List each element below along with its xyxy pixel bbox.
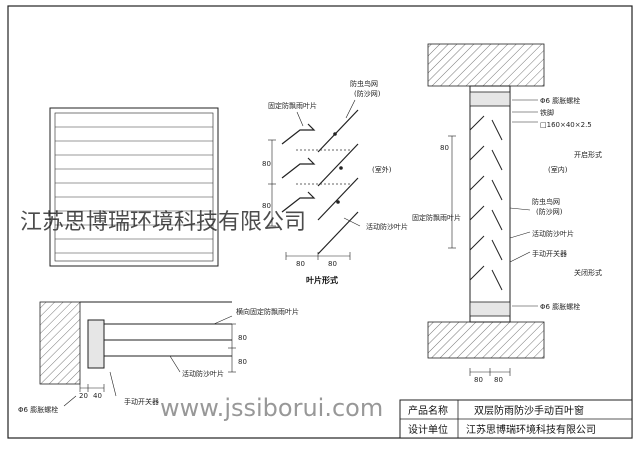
section-open-label: 开启形式 [574, 150, 602, 159]
blade-dim-2: 80 [262, 202, 271, 210]
blade-movable-label: 活动防沙叶片 [366, 222, 408, 231]
blade-net-label-2: (防沙网) [354, 89, 381, 98]
plan-movable-label: 活动防沙叶片 [182, 369, 224, 378]
plan-dim-2: 80 [238, 358, 247, 366]
plan-dim-4: 40 [93, 392, 102, 400]
plan-fixed-label: 横向固定防飘雨叶片 [236, 307, 299, 316]
blade-outside-label: (室外) [372, 165, 392, 174]
louver-elevation [49, 107, 219, 267]
section-dim-1: 80 [440, 144, 449, 152]
blade-caption: 叶片形式 [306, 275, 338, 285]
sheet-border [7, 5, 633, 439]
blade-detail: 80 80 80 80 固定防飘雨叶片 防虫鸟网 (防沙网) (室外) 活动防沙… [262, 79, 408, 285]
product-name-label: 产品名称 [408, 404, 448, 417]
section-closed-label: 关闭形式 [574, 268, 602, 277]
design-unit-label: 设计单位 [408, 423, 448, 436]
plan-dim-1: 80 [238, 334, 247, 342]
blade-net-label-1: 防虫鸟网 [350, 79, 378, 88]
section-switch-label: 手动开关器 [532, 249, 567, 258]
section-tube-label: □160×40×2.5 [540, 121, 592, 129]
watermark-company: 江苏思博瑞环境科技有限公司 [20, 210, 306, 235]
watermark-url: www.jssiborui.com [160, 394, 383, 422]
plan-bolt-label: Φ6 膨胀螺栓 [18, 405, 58, 414]
design-unit-value: 江苏思博瑞环境科技有限公司 [466, 423, 596, 436]
section-dim-3: 80 [494, 376, 503, 384]
section-movable-label: 活动防沙叶片 [532, 229, 574, 238]
blade-dim-1: 80 [262, 160, 271, 168]
section-dim-2: 80 [474, 376, 483, 384]
blade-dim-4: 80 [328, 260, 337, 268]
product-name-value: 双层防雨防沙手动百叶窗 [474, 404, 584, 417]
section-bolt-bottom-label: Φ6 膨胀螺栓 [540, 302, 580, 311]
title-block: 产品名称 双层防雨防沙手动百叶窗 设计单位 江苏思博瑞环境科技有限公司 [399, 399, 633, 439]
plan-switch-label: 手动开关器 [124, 397, 159, 406]
plan-detail: 80 80 20 40 横向固定防飘雨叶片 活动防沙叶片 手动开关器 Φ6 膨胀… [18, 301, 299, 414]
louver-section: 80 80 80 Φ6 膨胀螺栓 铁脚 □160×40×2.5 开启形式 (室内… [412, 43, 602, 384]
plan-dim-3: 20 [79, 392, 88, 400]
section-inside-label: (室内) [548, 165, 568, 174]
section-net-label-2: (防沙网) [536, 207, 563, 216]
section-bolt-top-label: Φ6 膨胀螺栓 [540, 96, 580, 105]
blade-dim-3: 80 [296, 260, 305, 268]
blade-fixed-label: 固定防飘雨叶片 [268, 101, 317, 110]
section-bracket-label: 铁脚 [540, 108, 554, 117]
section-fixed-label: 固定防飘雨叶片 [412, 213, 461, 222]
section-net-label-1: 防虫鸟网 [532, 197, 560, 206]
